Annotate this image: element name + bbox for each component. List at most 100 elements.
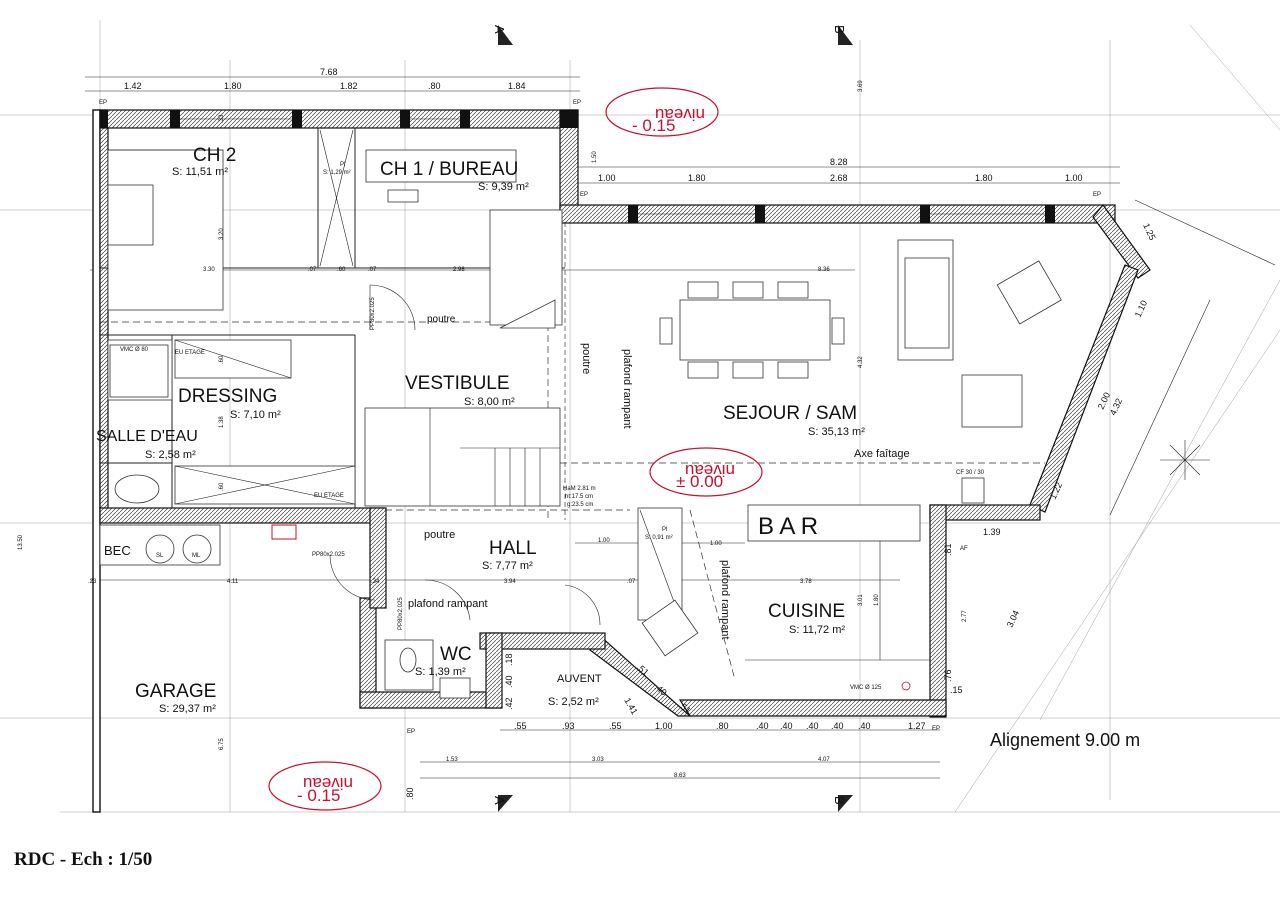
plafond-label-1: plafond rampant <box>621 349 633 429</box>
dim-misc-11: .15 <box>950 685 963 695</box>
room-dressing-area: S: 7,10 m² <box>230 409 281 421</box>
dim-misc-7: 1.80 <box>874 594 880 606</box>
level-top-word: niveau <box>655 105 705 124</box>
dim-sejour-3: 1.80 <box>975 173 993 183</box>
room-ch1-area: S: 9,39 m² <box>478 181 529 193</box>
vmc125-label: VMC Ø 125 <box>850 685 882 691</box>
section-b-bottom: B <box>832 796 847 805</box>
ep-label-6: EP <box>407 729 415 735</box>
dim-right-1: 1.10 <box>1133 299 1149 319</box>
door-swings <box>329 284 601 626</box>
room-salle-eau-area: S: 2,58 m² <box>145 449 196 461</box>
dim-sejour-total: 8.28 <box>830 157 848 167</box>
dim-top-3: .80 <box>428 81 441 91</box>
eu-etage-label-1: EU ETAGE <box>175 350 205 356</box>
dim-bottom-7: .40 <box>806 721 819 731</box>
stair-ham: HaM 2.81 m <box>563 486 596 492</box>
ml-label: ML <box>192 553 201 559</box>
room-garage-area: S: 29,37 m² <box>159 703 216 715</box>
dim-bottom-1: .93 <box>562 721 575 731</box>
dim-misc-23: .23 <box>88 579 97 585</box>
stair-ht: ht:17.5 cm <box>565 494 593 500</box>
dim-misc-21: 6.75 <box>219 738 225 750</box>
dim-misc-2: 1.38 <box>219 416 225 428</box>
dim-right-5: 3.04 <box>1005 609 1021 629</box>
dim-inner-0: 3.30 <box>203 267 215 273</box>
dimension-lines <box>85 76 1276 779</box>
dim-bottom2-1: 3.03 <box>592 757 604 763</box>
dim-inner2-3: 3.78 <box>800 579 812 585</box>
dim-bottom-0: .55 <box>514 721 527 731</box>
dim-bottom-total: 8.63 <box>674 773 686 779</box>
plafond-label-2: plafond rampant <box>408 598 488 610</box>
section-a-top: A <box>492 25 507 34</box>
cf-label: CF 30 / 30 <box>956 470 985 476</box>
dim-misc-1: 3.20 <box>219 228 225 240</box>
dim-inner2-2: .07 <box>627 579 636 585</box>
dim-sejour-1: 1.80 <box>688 173 706 183</box>
dim-misc-13: .40 <box>504 675 514 688</box>
dim-hall-door-1: 1.00 <box>710 541 722 547</box>
dim-right-0: 1.25 <box>1141 222 1157 242</box>
room-ch2-area: S: 11,51 m² <box>172 166 228 178</box>
level-top-value: - 0.15 <box>632 116 675 135</box>
vmc80-label: VMC Ø 80 <box>120 347 149 353</box>
dim-right-3: 4.32 <box>1108 397 1124 417</box>
axe-faitage-label: Axe faîtage <box>854 448 910 460</box>
alignement-label: Alignement 9.00 m <box>990 730 1140 750</box>
dim-inner2-1: 3.94 <box>504 579 516 585</box>
dim-misc-10: .76 <box>943 669 953 682</box>
dim-top-1: 1.80 <box>224 81 242 91</box>
dim-top-0: 1.42 <box>124 81 142 91</box>
dim-misc-12: .42 <box>504 697 514 710</box>
section-b-top: B <box>832 25 847 34</box>
dim-top-total: 7.68 <box>320 67 338 77</box>
windows <box>100 110 1055 223</box>
dim-misc-26: .60 <box>219 482 225 491</box>
ep-label-1: EP <box>99 100 107 106</box>
dim-misc-15: 1.41 <box>622 696 639 716</box>
dim-misc-4: 3.69 <box>858 80 864 92</box>
room-sejour-area: S: 35,13 m² <box>808 426 865 438</box>
furniture <box>99 25 1210 812</box>
poutre-label-3: poutre <box>580 343 592 374</box>
dim-bottom-6: .40 <box>780 721 793 731</box>
af-label: AF <box>960 546 968 552</box>
walls <box>92 109 1151 813</box>
dim-top-2: 1.82 <box>340 81 358 91</box>
sl-label: SL <box>156 553 164 559</box>
room-ch1-name: CH 1 / BUREAU <box>380 159 518 180</box>
dressing-cabinets <box>174 339 356 505</box>
room-auvent-name: AUVENT <box>557 673 602 685</box>
ep-label-3: EP <box>580 192 588 198</box>
room-auvent-area: S: 2,52 m² <box>548 696 599 708</box>
level-center-value: ± 0.00 <box>676 472 723 491</box>
eu-etage-label-2: EU ETAGE <box>314 493 344 499</box>
level-markers <box>268 87 763 811</box>
dim-bottom-5: .40 <box>756 721 769 731</box>
room-salle-eau-name: SALLE D'EAU <box>96 428 198 445</box>
dim-bottom-4: .80 <box>716 721 729 731</box>
dim-sejour-2: 2.68 <box>830 173 848 183</box>
room-cuisine-name: CUISINE <box>768 601 845 622</box>
stair-g: g:23.5 cm <box>567 502 593 508</box>
dim-bottom-8: .40 <box>831 721 844 731</box>
dim-inner-5: 8.36 <box>818 267 830 273</box>
level-bottom-value: - 0.15 <box>297 786 340 805</box>
dim-misc-9: .81 <box>943 543 953 556</box>
dim-misc-24: .34 <box>371 579 380 585</box>
dim-inner2-0: 4.11 <box>227 579 239 585</box>
section-a-bottom: A <box>492 796 507 805</box>
door-label-1: PP80x2.025 <box>370 297 376 330</box>
placard2-area: S: 0,91 m² <box>645 535 673 541</box>
plafond-label-3: plafond rampant <box>719 560 731 640</box>
ep-label-5: EP <box>932 726 940 732</box>
dim-inner-4: 2.98 <box>453 267 465 273</box>
dim-misc-5: 4.32 <box>858 356 864 368</box>
room-vestibule-area: S: 8,00 m² <box>464 396 515 408</box>
dim-bottom2-2: 4.07 <box>818 757 830 763</box>
room-sejour-name: SEJOUR / SAM <box>723 403 857 424</box>
room-wc-area: S: 1,39 m² <box>415 666 466 678</box>
room-hall-name: HALL <box>489 538 537 559</box>
